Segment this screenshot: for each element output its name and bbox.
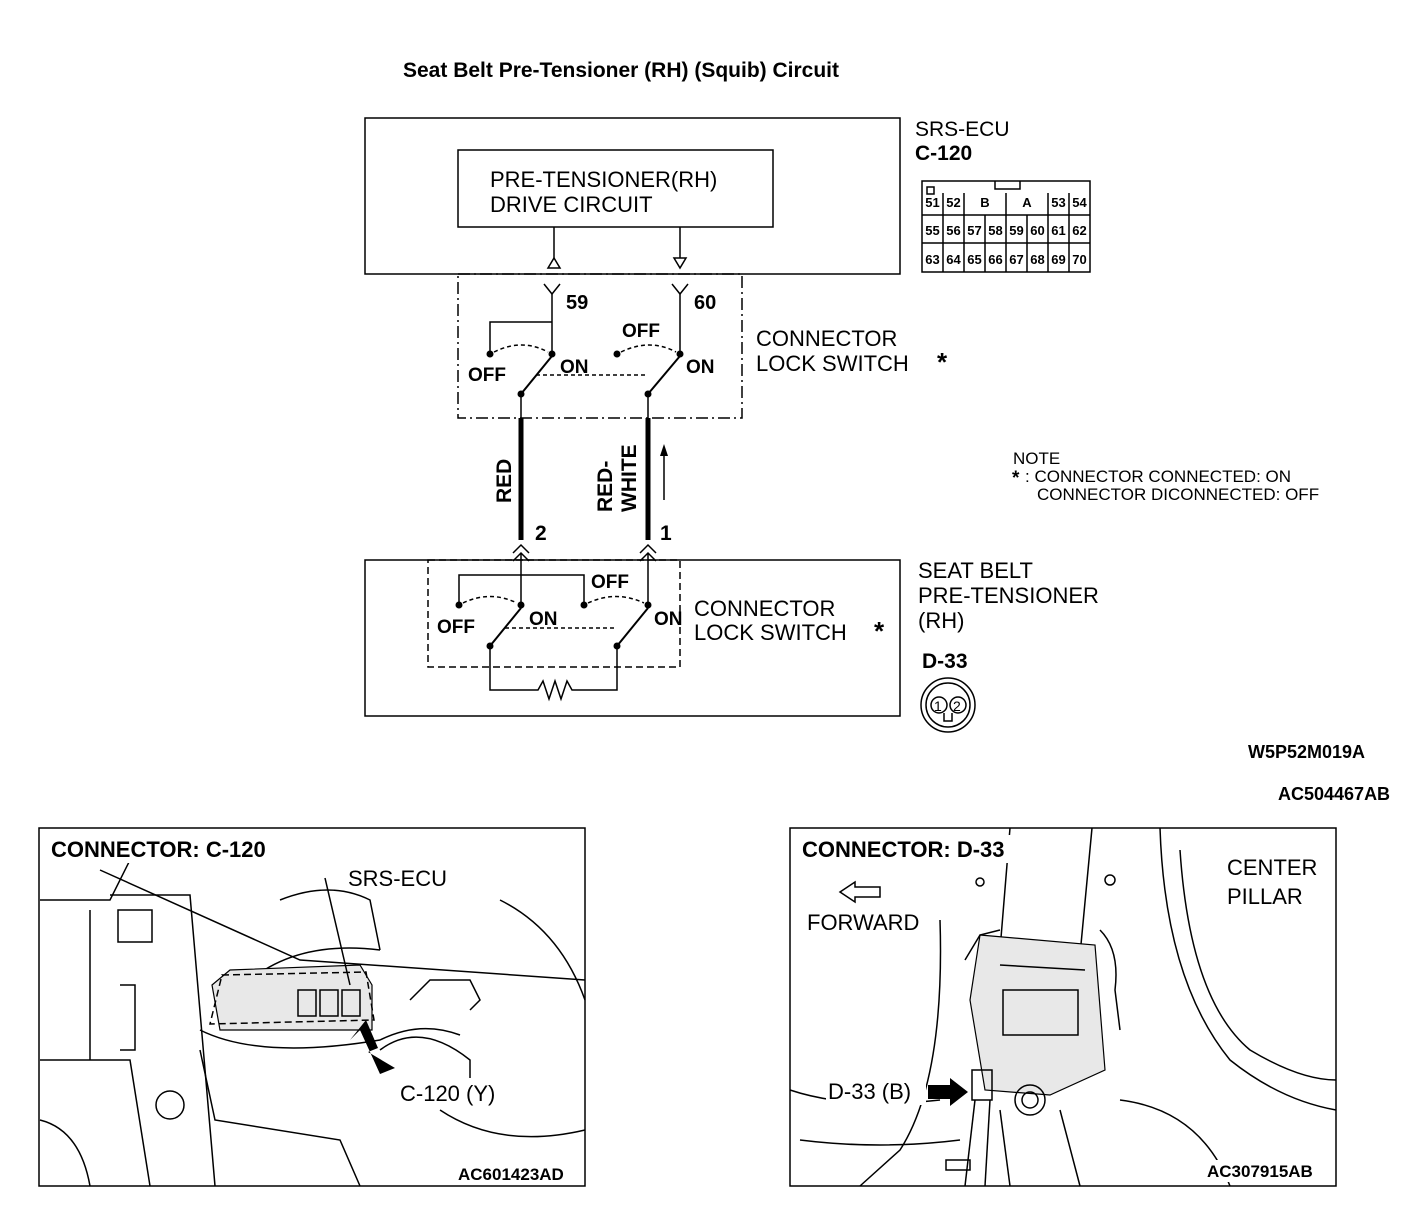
- lower-lock-switch-asterisk: *: [874, 616, 885, 646]
- d33-connector-face: 1 2: [920, 677, 976, 733]
- photo-right-connector-label: D-33 (B): [828, 1079, 911, 1104]
- note-line-1: : CONNECTOR CONNECTED: ON: [1025, 467, 1291, 486]
- squib-resistor: [489, 646, 618, 702]
- pin-label: 60: [1030, 223, 1044, 238]
- photo-left-title: CONNECTOR: C-120: [51, 837, 266, 862]
- photo-right-pillar-label-2: PILLAR: [1227, 884, 1303, 909]
- pin-label: 51: [925, 195, 939, 210]
- terminal-59: 59: [566, 292, 588, 314]
- upper-off-right: OFF: [622, 321, 660, 342]
- pin-2-label: 2: [535, 522, 547, 545]
- note-heading: NOTE: [1013, 449, 1060, 468]
- lower-lock-switch-label-1: CONNECTOR: [694, 596, 835, 621]
- d33-illustration: [789, 827, 1337, 1187]
- note-asterisk: *: [1012, 468, 1020, 489]
- srs-ecu-block: PRE-TENSIONER(RH) DRIVE CIRCUIT: [364, 117, 901, 275]
- photo-left-ecu-label: SRS-ECU: [348, 866, 447, 891]
- d33-pin-1: 1: [934, 698, 942, 714]
- photo-connector-c120: CONNECTOR: C-120 SRS-ECU C-120 (Y) AC601…: [38, 827, 586, 1187]
- pin-label: 69: [1051, 252, 1065, 267]
- output-triangle-down: [672, 257, 688, 270]
- lower-off-right: OFF: [591, 572, 629, 593]
- photo-right-title: CONNECTOR: D-33: [802, 837, 1005, 862]
- pin-label: 52: [946, 195, 960, 210]
- upper-lock-switch: 59 60 OFF ON OFF ON: [457, 273, 743, 419]
- diagram-title: Seat Belt Pre-Tensioner (RH) (Squib) Cir…: [403, 59, 839, 82]
- pin-label: 70: [1072, 252, 1086, 267]
- c120-pinout: 51 52 B A 53 54 55 56 57 58 59 60 61 62 63 64 65 66 67 68…: [921, 180, 1091, 273]
- pin-label: 61: [1051, 223, 1065, 238]
- pin-label: 64: [946, 252, 961, 267]
- lower-on-right: ON: [654, 609, 683, 630]
- c120-illustration: [39, 859, 586, 1187]
- d33-pointer-arrow: [928, 1078, 968, 1106]
- pin-label: 68: [1030, 252, 1044, 267]
- upper-off-left: OFF: [468, 365, 506, 386]
- lower-off-left: OFF: [437, 617, 475, 638]
- pin-row-3: 63 64 65 66 67 68 69 70: [925, 243, 1087, 272]
- pretensioner-connector: D-33: [922, 650, 968, 673]
- lower-lock-switch-label-2: LOCK SWITCH: [694, 620, 847, 645]
- wire-red-label: RED: [493, 459, 516, 503]
- photo-left-connector-label: C-120 (Y): [400, 1081, 495, 1106]
- drive-circuit-label-2: DRIVE CIRCUIT: [490, 192, 653, 217]
- pin-label: 62: [1072, 223, 1086, 238]
- upper-lock-switch-label-1: CONNECTOR: [756, 326, 897, 351]
- lower-on-left: ON: [529, 609, 558, 630]
- pin-label: 58: [988, 223, 1002, 238]
- pin-label: 65: [967, 252, 981, 267]
- pretensioner-name-2: PRE-TENSIONER: [918, 583, 1099, 608]
- pin-label: 63: [925, 252, 939, 267]
- c120-pointer-arrow: [350, 1020, 395, 1074]
- photo-connector-d33: CONNECTOR: D-33 FORWARD CENTER PILLAR D-…: [789, 827, 1337, 1187]
- photo-right-forward-label: FORWARD: [807, 910, 919, 935]
- pin-1-label: 1: [660, 522, 672, 545]
- pin-label: 56: [946, 223, 960, 238]
- photo-left-code: AC601423AD: [458, 1165, 564, 1184]
- pin-row-1: 51 52 B A 53 54: [925, 193, 1087, 215]
- pin-label: 66: [988, 252, 1002, 267]
- wire-redwhite-label-2: WHITE: [618, 444, 641, 512]
- terminal-60: 60: [694, 292, 716, 314]
- pin-label: A: [1022, 195, 1032, 210]
- photo-right-pillar-label-1: CENTER: [1227, 855, 1317, 880]
- pin-label: 57: [967, 223, 981, 238]
- output-triangle-up: [546, 256, 562, 269]
- pin-label: 67: [1009, 252, 1023, 267]
- pin-row-2: 55 56 57 58 59 60 61 62: [925, 215, 1087, 243]
- pin-label: B: [980, 195, 989, 210]
- pretensioner-name-3: (RH): [918, 608, 964, 633]
- note-line-2: CONNECTOR DICONNECTED: OFF: [1037, 485, 1319, 504]
- srs-ecu-connector: C-120: [915, 142, 972, 165]
- upper-on-right: ON: [686, 357, 715, 378]
- d33-pin-2: 2: [953, 698, 961, 714]
- pretensioner-name-1: SEAT BELT: [918, 558, 1033, 583]
- pin-label: 55: [925, 223, 939, 238]
- pretensioner-block: OFF ON OFF ON: [364, 543, 901, 717]
- pin-label: 53: [1051, 195, 1065, 210]
- drive-circuit-label-1: PRE-TENSIONER(RH): [490, 167, 717, 192]
- upper-lock-switch-asterisk: *: [937, 347, 948, 377]
- harness-wires: [518, 394, 668, 540]
- figure-code: AC504467AB: [1278, 784, 1390, 804]
- upper-lock-switch-label-2: LOCK SWITCH: [756, 351, 909, 376]
- srs-ecu-name: SRS-ECU: [915, 118, 1010, 141]
- diagram-code: W5P52M019A: [1248, 742, 1365, 762]
- wire-redwhite-label-1: RED-: [594, 461, 617, 512]
- upper-on-left: ON: [560, 357, 589, 378]
- pin-label: 54: [1072, 195, 1087, 210]
- forward-arrow: [838, 880, 881, 904]
- photo-right-code: AC307915AB: [1207, 1162, 1313, 1181]
- pin-label: 59: [1009, 223, 1023, 238]
